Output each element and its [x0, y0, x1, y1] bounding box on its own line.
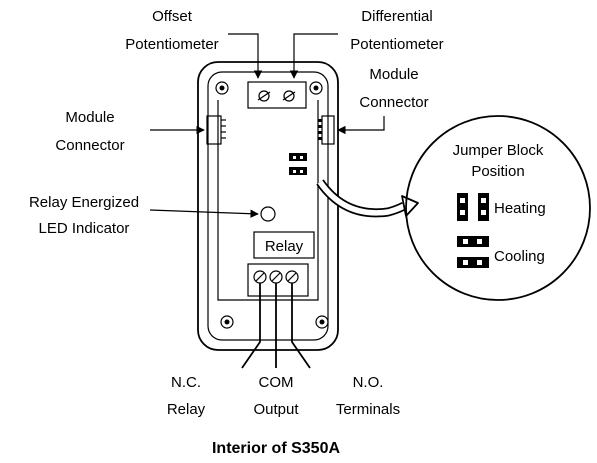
jumper-callout: Jumper Block Position Heating Cooling — [405, 115, 591, 301]
screw-icon — [220, 315, 234, 329]
terminal-block — [247, 263, 309, 297]
nc-label-line2: Relay — [167, 401, 206, 418]
no-wire — [291, 283, 311, 369]
screw-icon — [315, 315, 329, 329]
module-connector-left — [206, 115, 226, 145]
cooling-jumper-icon — [457, 236, 489, 268]
module-right-arrow — [337, 116, 385, 135]
terminal-screw-icon — [269, 270, 283, 284]
relay-box — [253, 231, 315, 259]
no-label-line1: N.O. — [353, 374, 384, 391]
relay-led-icon — [260, 206, 276, 222]
heating-label: Heating — [494, 200, 546, 217]
screw-icon — [215, 81, 229, 95]
offset-potentiometer-icon — [257, 90, 271, 102]
callout-title-line2: Position — [471, 163, 524, 180]
callout-labels: Offset Potentiometer Differential Potent… — [29, 8, 444, 418]
offset-label-line1: Offset — [152, 8, 193, 25]
module-left-label-line1: Module — [65, 109, 114, 126]
no-label-line2: Terminals — [336, 401, 400, 418]
offset-arrow — [228, 33, 263, 79]
terminal-screw-icon — [253, 270, 267, 284]
led-arrow — [149, 209, 259, 218]
nc-wire — [241, 283, 261, 369]
nc-label-line1: N.C. — [171, 374, 201, 391]
com-label-line1: COM — [259, 374, 294, 391]
corner-screws — [215, 81, 329, 329]
device-housing — [197, 61, 339, 351]
terminal-screw-icon — [285, 270, 299, 284]
relay-led-label-line2: LED Indicator — [39, 220, 130, 237]
relay-led-label-line1: Relay Energized — [29, 194, 139, 211]
cooling-label: Cooling — [494, 248, 545, 265]
potentiometer-block — [247, 81, 307, 109]
module-connector-right — [318, 115, 335, 145]
board-jumper-block — [289, 153, 307, 175]
diagram-caption: Interior of S350A — [212, 440, 340, 457]
module-right-label-line1: Module — [369, 66, 418, 83]
callout-curved-arrow — [316, 179, 419, 218]
module-left-label-line2: Connector — [55, 137, 124, 154]
callout-title-line1: Jumper Block — [453, 142, 544, 159]
offset-label-line2: Potentiometer — [125, 36, 218, 53]
module-right-label-line2: Connector — [359, 94, 428, 111]
differential-arrow — [289, 33, 338, 79]
differential-label-line2: Potentiometer — [350, 36, 443, 53]
terminal-wires — [241, 283, 311, 369]
relay-box-label: Relay — [265, 238, 304, 255]
screw-icon — [309, 81, 323, 95]
com-label-line2: Output — [253, 401, 299, 418]
heating-jumper-icon — [457, 193, 489, 221]
callout-circle — [405, 115, 591, 301]
differential-potentiometer-icon — [282, 90, 296, 102]
leader-arrows — [149, 33, 385, 218]
differential-label-line1: Differential — [361, 8, 432, 25]
